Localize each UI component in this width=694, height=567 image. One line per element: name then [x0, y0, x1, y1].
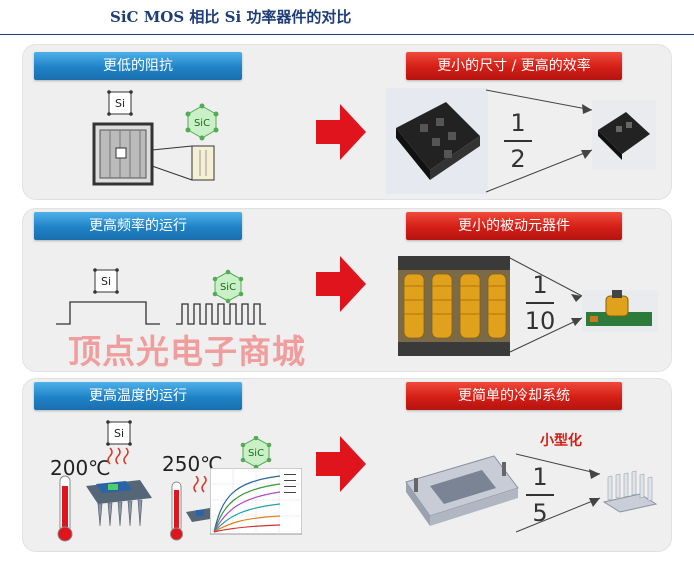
si-symbol-icon: Si: [93, 268, 119, 294]
power-module-photo-small: [592, 100, 656, 170]
temperature-si: 200℃: [50, 456, 111, 480]
miniaturization-label: 小型化: [540, 433, 582, 449]
scale-lines-row2: [509, 257, 583, 353]
title-divider: [0, 34, 694, 35]
sic-text: SiC: [220, 282, 236, 293]
fraction-numerator: 1: [532, 463, 548, 491]
thermometer-icon: [170, 481, 183, 541]
label-smaller-passives: 更小的被动元器件: [406, 212, 622, 240]
label-simpler-cooling: 更简单的冷却系统: [406, 382, 622, 410]
fraction-denominator: 10: [524, 306, 556, 335]
label-high-frequency: 更高频率的运行: [34, 212, 242, 240]
si-sic-chip-illustration: Si SiC: [92, 90, 219, 186]
fraction-denominator: 2: [510, 144, 526, 173]
heat-wave-icon: [193, 476, 207, 493]
switching-waveform-illustration: Si SiC: [56, 268, 266, 325]
right-arrow-icon: [316, 436, 366, 492]
si-text: Si: [114, 427, 124, 440]
small-inductor-photo: [582, 290, 658, 332]
fraction-row2: 1 10: [520, 270, 560, 336]
fraction-numerator: 1: [532, 271, 548, 299]
sic-hexagon-icon: SiC: [212, 269, 244, 304]
fraction-numerator: 1: [510, 109, 526, 137]
fraction-row1: 1 2: [498, 108, 538, 174]
si-symbol-icon: Si: [106, 420, 132, 446]
scale-lines-row3: [515, 453, 601, 533]
power-module-photo-large: [386, 88, 488, 194]
label-low-impedance: 更低的阻抗: [34, 52, 242, 80]
label-smaller-size-efficiency: 更小的尺寸 / 更高的效率: [406, 52, 622, 80]
page-title: SiC MOS 相比 Si 功率器件的对比: [110, 8, 352, 26]
thermometer-icon: [57, 475, 73, 542]
fraction-row3: 1 5: [520, 462, 560, 528]
scale-lines-row1: [485, 89, 593, 193]
label-high-temperature: 更高温度的运行: [34, 382, 242, 410]
sic-hexagon-icon: SiC: [185, 103, 219, 141]
si-text: Si: [101, 275, 111, 288]
right-arrow-icon: [316, 104, 366, 160]
si-symbol-icon: Si: [107, 90, 133, 116]
right-arrow-icon: [316, 256, 366, 312]
heatsink-photo: [602, 470, 658, 513]
sic-text: SiC: [248, 448, 264, 459]
sic-thermal-illustration: [170, 476, 216, 541]
thermal-curve-chart: [210, 468, 302, 535]
si-thermal-illustration: [57, 447, 152, 542]
inductor-bank-photo: [398, 256, 510, 356]
heat-wave-icon: [107, 447, 129, 465]
watermark: 顶点光电子商城: [68, 332, 306, 371]
sic-hexagon-icon: SiC: [240, 436, 272, 470]
fraction-denominator: 5: [532, 498, 548, 527]
si-text: Si: [115, 97, 125, 110]
cold-plate-photo: [405, 455, 519, 526]
sic-text: SiC: [194, 118, 210, 129]
